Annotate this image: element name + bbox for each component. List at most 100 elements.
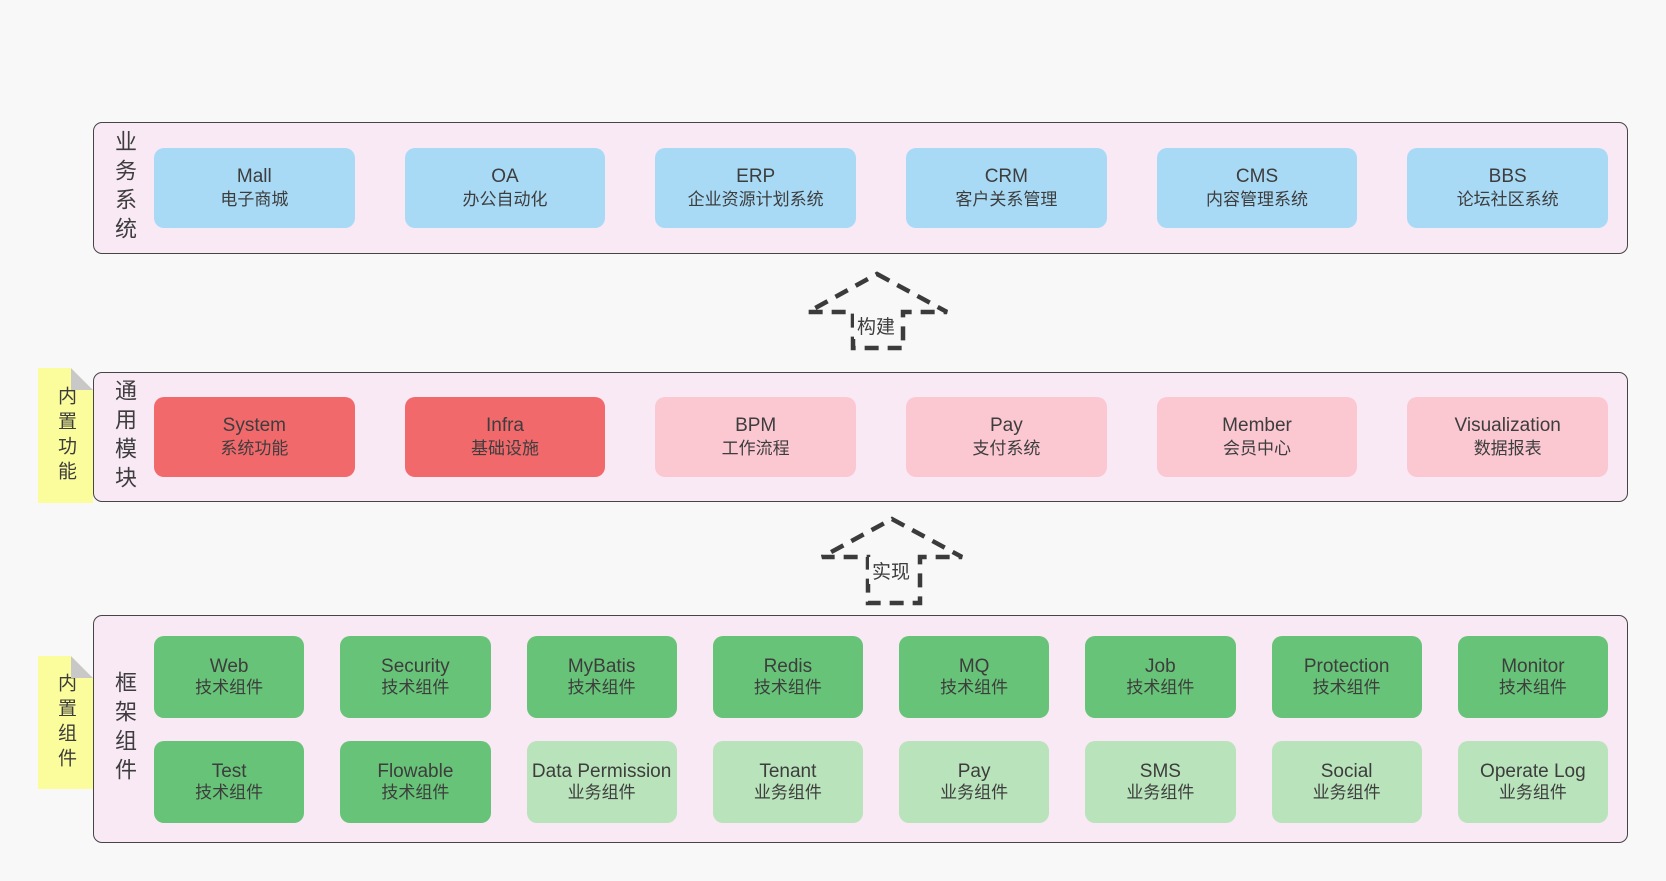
box-subtitle: 技术组件 <box>1126 677 1195 697</box>
box-mall: Mall 电子商城 <box>154 148 355 228</box>
box-pay-biz: Pay 业务组件 <box>899 740 1050 823</box>
box-operate-log: Operate Log 业务组件 <box>1457 740 1608 823</box>
box-title: MyBatis <box>567 655 636 677</box>
box-title: Monitor <box>1501 655 1565 677</box>
box-protection: Protection 技术组件 <box>1271 635 1422 718</box>
box-title: ERP <box>736 165 776 187</box>
box-subtitle: 业务组件 <box>1498 782 1567 802</box>
box-monitor: Monitor 技术组件 <box>1457 635 1608 718</box>
box-visualization: Visualization 数据报表 <box>1407 397 1609 477</box>
box-subtitle: 办公自动化 <box>462 190 548 210</box>
box-title: Job <box>1145 655 1176 677</box>
box-subtitle: 技术组件 <box>940 677 1009 697</box>
box-subtitle: 业务组件 <box>567 782 636 802</box>
box-subtitle: 系统功能 <box>220 439 289 459</box>
box-title: Protection <box>1303 655 1390 677</box>
box-subtitle: 技术组件 <box>1312 677 1381 697</box>
sticky-note-built-in-features: 内置功能 <box>38 368 93 503</box>
box-title: Infra <box>485 414 525 436</box>
box-cms: CMS 内容管理系统 <box>1156 148 1358 228</box>
box-title: Redis <box>763 655 813 677</box>
band-modules-boxes: System 系统功能 Infra 基础设施 BPM 工作流程 Pay 支付系统… <box>154 373 1627 501</box>
build-arrow: 构建 <box>800 268 952 352</box>
box-title: Data Permission <box>531 760 672 782</box>
box-title: Security <box>381 655 450 677</box>
band-business-systems: 业务系统 Mall 电子商城 OA 办公自动化 ERP 企业资源计划系统 CRM… <box>93 122 1628 254</box>
implement-arrow-label: 实现 <box>868 557 914 584</box>
box-subtitle: 数据报表 <box>1473 439 1542 459</box>
box-title: BPM <box>735 414 777 436</box>
box-sms: SMS 业务组件 <box>1085 740 1236 823</box>
band-label-business-systems: 业务系统 <box>112 130 137 246</box>
box-title: CMS <box>1235 165 1279 187</box>
folded-corner-icon <box>71 368 93 390</box>
box-subtitle: 支付系统 <box>972 439 1041 459</box>
box-erp: ERP 企业资源计划系统 <box>655 148 857 228</box>
box-job: Job 技术组件 <box>1085 635 1236 718</box>
box-title: Operate Log <box>1480 760 1586 782</box>
box-subtitle: 技术组件 <box>381 677 450 697</box>
box-subtitle: 技术组件 <box>567 677 636 697</box>
box-subtitle: 企业资源计划系统 <box>687 190 824 210</box>
box-subtitle: 会员中心 <box>1223 439 1292 459</box>
box-mybatis: MyBatis 技术组件 <box>526 635 677 718</box>
box-subtitle: 技术组件 <box>1498 677 1567 697</box>
build-arrow-label: 构建 <box>853 312 899 339</box>
band-common-modules: 通用模块 System 系统功能 Infra 基础设施 BPM 工作流程 Pay… <box>93 372 1628 502</box>
implement-arrow: 实现 <box>815 510 967 606</box>
box-infra: Infra 基础设施 <box>404 397 606 477</box>
box-pay: Pay 支付系统 <box>906 397 1107 477</box>
box-title: CRM <box>984 165 1028 187</box>
sticky-note-built-in-components: 内置组件 <box>38 656 93 789</box>
dashed-up-arrow-icon <box>820 516 964 606</box>
band-components-boxes: Web 技术组件 Security 技术组件 MyBatis 技术组件 Redi… <box>154 616 1627 842</box>
box-subtitle: 业务组件 <box>1126 782 1195 802</box>
box-tenant: Tenant 业务组件 <box>712 740 863 823</box>
box-title: SMS <box>1139 760 1181 782</box>
box-bpm: BPM 工作流程 <box>655 397 857 477</box>
box-subtitle: 业务组件 <box>753 782 822 802</box>
box-mq: MQ 技术组件 <box>899 635 1050 718</box>
box-title: Web <box>209 655 249 677</box>
box-test: Test 技术组件 <box>154 740 305 823</box>
box-redis: Redis 技术组件 <box>712 635 863 718</box>
box-title: Pay <box>957 760 991 782</box>
box-subtitle: 工作流程 <box>721 439 790 459</box>
box-title: Tenant <box>759 760 817 782</box>
components-row-2: Test 技术组件 Flowable 技术组件 Data Permission … <box>154 740 1608 823</box>
box-subtitle: 论坛社区系统 <box>1456 190 1559 210</box>
box-subtitle: 基础设施 <box>471 439 539 459</box>
sticky-note-label: 内置组件 <box>55 672 76 773</box>
band-label-framework-components: 框架组件 <box>112 671 137 787</box>
box-title: OA <box>491 165 519 187</box>
box-bbs: BBS 论坛社区系统 <box>1407 148 1609 228</box>
box-security: Security 技术组件 <box>340 635 491 718</box>
box-data-permission: Data Permission 业务组件 <box>526 740 677 823</box>
box-title: Test <box>211 760 247 782</box>
box-title: Social <box>1320 760 1373 782</box>
box-member: Member 会员中心 <box>1156 397 1358 477</box>
box-subtitle: 技术组件 <box>195 677 264 697</box>
box-flowable: Flowable 技术组件 <box>340 740 491 823</box>
box-system: System 系统功能 <box>154 397 355 477</box>
box-title: Pay <box>989 414 1023 436</box>
box-subtitle: 技术组件 <box>753 677 822 697</box>
band-label-common-modules: 通用模块 <box>112 379 137 495</box>
box-social: Social 业务组件 <box>1271 740 1422 823</box>
box-title: Flowable <box>377 760 454 782</box>
box-title: System <box>222 414 287 436</box>
box-crm: CRM 客户关系管理 <box>906 148 1107 228</box>
box-title: Mall <box>236 165 272 187</box>
sticky-note-label: 内置功能 <box>55 385 76 486</box>
box-title: BBS <box>1488 165 1527 187</box>
components-row-1: Web 技术组件 Security 技术组件 MyBatis 技术组件 Redi… <box>154 635 1608 718</box>
box-subtitle: 电子商城 <box>220 190 289 210</box>
band-business-boxes: Mall 电子商城 OA 办公自动化 ERP 企业资源计划系统 CRM 客户关系… <box>154 123 1627 253</box>
box-subtitle: 业务组件 <box>940 782 1009 802</box>
box-subtitle: 技术组件 <box>195 782 264 802</box>
box-oa: OA 办公自动化 <box>404 148 606 228</box>
box-subtitle: 技术组件 <box>381 782 450 802</box>
box-subtitle: 内容管理系统 <box>1206 190 1309 210</box>
box-title: Member <box>1222 414 1292 436</box>
